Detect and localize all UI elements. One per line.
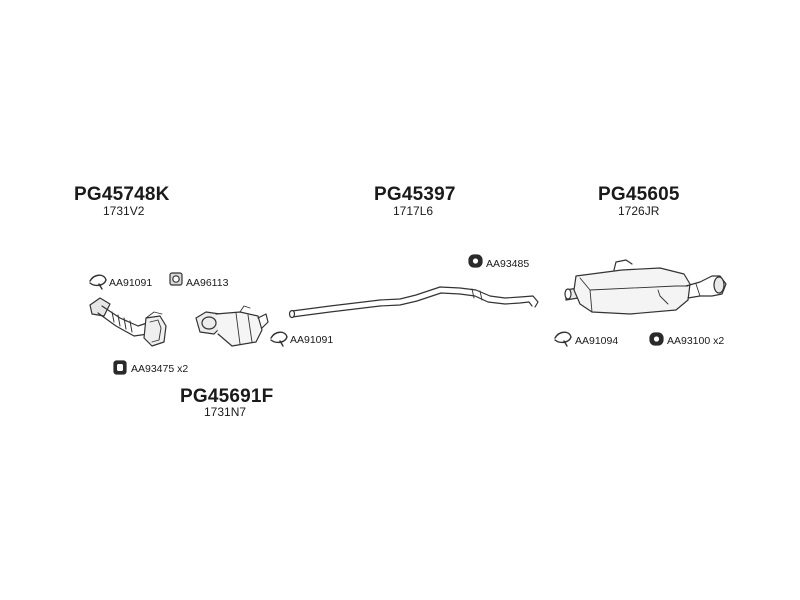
reference-front-catalyst: 1731V2 [103, 204, 145, 218]
accessory-mount-front: AA93475 x2 [131, 363, 189, 375]
accessory-gasket-front: AA96113 [186, 277, 229, 289]
part-number-middle-pipe: PG45397 [374, 184, 456, 205]
part-number-dpf: PG45691F [180, 386, 274, 407]
part-number-rear-silencer: PG45605 [598, 184, 680, 205]
part-number-front-catalyst: PG45748K [74, 184, 170, 205]
accessory-clamp-front: AA91091 [109, 277, 153, 289]
mount-middle-icon [468, 254, 483, 268]
mount-rear-icon [649, 332, 664, 346]
rear-silencer-drawing [564, 259, 727, 315]
front-catalyst-pipe-drawing [89, 297, 167, 347]
reference-middle-pipe: 1717L6 [393, 204, 434, 218]
accessory-clamp-middle: AA91091 [290, 334, 334, 346]
middle-pipe-drawing [288, 286, 539, 319]
mount-front-icon [113, 360, 127, 375]
accessory-clamp-rear: AA91094 [575, 335, 619, 347]
clamp-front-icon [89, 274, 107, 290]
dpf-drawing [195, 305, 269, 347]
accessory-mount-rear: AA93100 x2 [667, 335, 725, 347]
reference-dpf: 1731N7 [204, 405, 247, 419]
clamp-rear-icon [554, 331, 572, 347]
gasket-front-icon [169, 272, 183, 286]
clamp-middle-icon [270, 331, 288, 347]
reference-rear-silencer: 1726JR [618, 204, 660, 218]
accessory-mount-middle: AA93485 [486, 258, 530, 270]
